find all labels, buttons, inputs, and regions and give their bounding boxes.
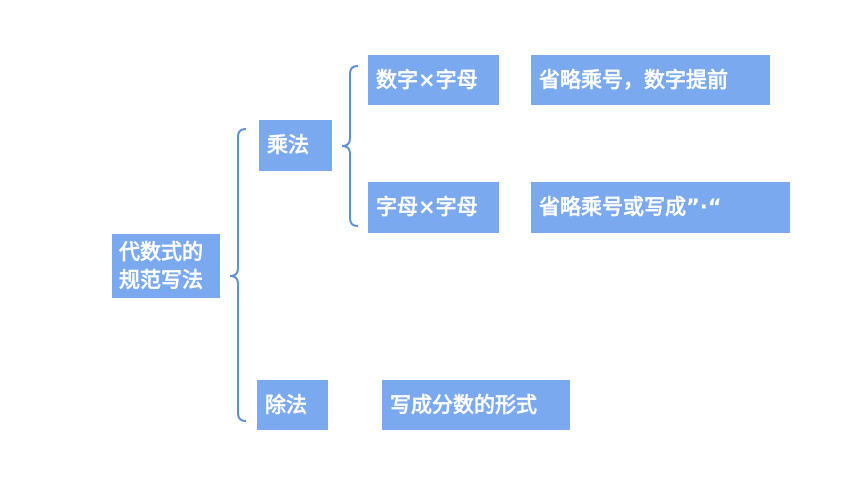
number-times-letter-node: 数字×字母 bbox=[368, 55, 499, 105]
letter-times-letter-node: 字母×字母 bbox=[368, 182, 499, 233]
multiplication-brace bbox=[341, 65, 359, 227]
omit-sign-number-first-label: 省略乘号，数字提前 bbox=[539, 67, 728, 92]
multiplication-label: 乘法 bbox=[267, 133, 309, 157]
omit-sign-or-dot-label: 省略乘号或写成”·“ bbox=[539, 195, 722, 219]
root-node-line2: 规范写法 bbox=[119, 268, 203, 292]
root-brace bbox=[229, 128, 247, 422]
fraction-form-label: 写成分数的形式 bbox=[390, 392, 537, 417]
multiplication-node: 乘法 bbox=[259, 120, 332, 171]
root-node-line1: 代数式的 bbox=[119, 239, 203, 264]
omit-sign-or-dot-node: 省略乘号或写成”·“ bbox=[531, 182, 790, 233]
number-times-letter-label: 数字×字母 bbox=[376, 67, 478, 92]
root-node: 代数式的 规范写法 bbox=[112, 234, 220, 298]
omit-sign-number-first-node: 省略乘号，数字提前 bbox=[531, 55, 770, 105]
letter-times-letter-label: 字母×字母 bbox=[376, 195, 478, 219]
fraction-form-node: 写成分数的形式 bbox=[382, 380, 570, 430]
division-node: 除法 bbox=[257, 380, 328, 430]
division-label: 除法 bbox=[265, 392, 307, 417]
